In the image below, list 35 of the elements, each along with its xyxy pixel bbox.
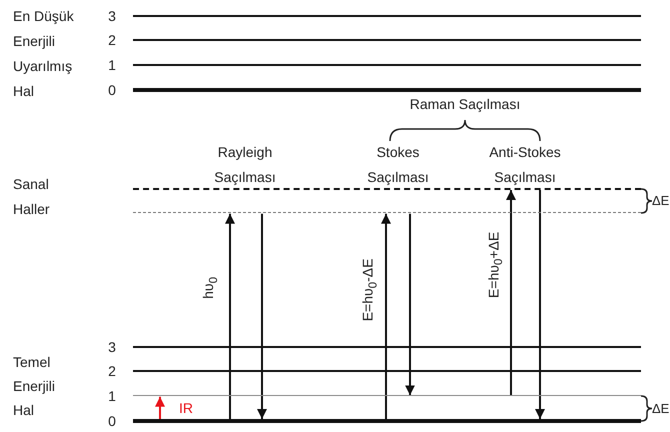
- energy-level-line: [133, 395, 641, 396]
- level-number: 0: [107, 412, 117, 430]
- arrow: [405, 214, 415, 396]
- level-number: 1: [107, 387, 117, 405]
- arrow: [155, 396, 165, 419]
- state-label: En Düşük Enerjili Uyarılmış Hal: [13, 6, 75, 100]
- energy-level-line: [133, 370, 641, 372]
- edge-label: IR: [178, 400, 194, 416]
- virtual-level-line: [133, 212, 641, 214]
- energy-level-line: [133, 346, 641, 348]
- energy-level-line: [133, 64, 641, 66]
- arrow: [225, 214, 235, 419]
- level-number: 0: [107, 81, 117, 99]
- group-label: Raman Saçılması: [408, 95, 522, 113]
- level-number: 1: [107, 56, 117, 74]
- virtual-level-line: [133, 188, 641, 190]
- arrow: [535, 190, 545, 419]
- arrow: [381, 214, 391, 419]
- process-label: Stokes Saçılması: [366, 143, 430, 187]
- arrow: [257, 214, 267, 419]
- level-number: 2: [107, 362, 117, 380]
- energy-level-line: [133, 419, 641, 423]
- process-label: Anti-Stokes Saçılması: [488, 143, 562, 187]
- delta-label: ΔE: [652, 192, 668, 210]
- delta-label: ΔE: [652, 400, 668, 418]
- arrow: [506, 190, 516, 396]
- process-label: Rayleigh Saçılması: [213, 143, 277, 187]
- level-number: 2: [107, 31, 117, 49]
- level-number: 3: [107, 7, 117, 25]
- energy-level-line: [133, 88, 641, 92]
- state-label: Temel Enerjili Hal: [13, 352, 56, 420]
- state-label: Sanal Haller: [13, 175, 51, 219]
- energy-level-line: [133, 15, 641, 17]
- level-number: 3: [107, 338, 117, 356]
- energy-level-line: [133, 39, 641, 41]
